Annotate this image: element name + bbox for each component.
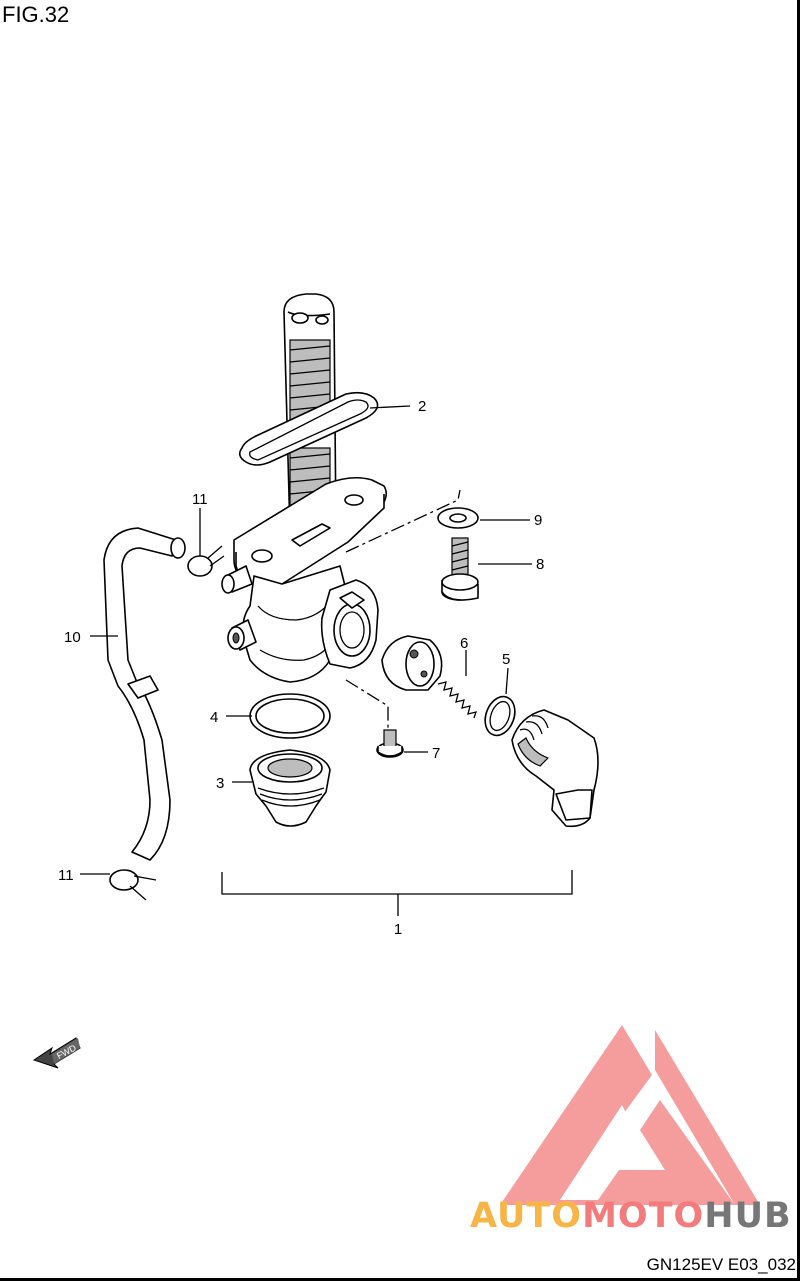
- fuel-lever: [511, 709, 599, 828]
- callout-5: 5: [502, 651, 510, 668]
- callout-11-lower: 11: [58, 867, 74, 884]
- callout-6: 6: [460, 635, 468, 652]
- valve-body: [221, 565, 379, 683]
- callout-10: 10: [64, 629, 81, 646]
- callout-8: 8: [536, 556, 544, 573]
- callout-4: 4: [210, 709, 218, 726]
- valve-spool: [381, 635, 443, 691]
- assembly-line-lower: [345, 679, 389, 728]
- assembly-line-upper: [345, 489, 461, 553]
- o-ring-part-5: [484, 695, 516, 737]
- spring-part-6: [437, 681, 477, 719]
- sediment-cup-part-3: [249, 749, 331, 827]
- watermark-wordmark: AUTOMOTOHUB: [470, 1196, 792, 1236]
- callout-11-upper: 11: [192, 491, 208, 508]
- callout-1: 1: [394, 921, 402, 938]
- mounting-flange: [233, 476, 388, 585]
- diagram-reference-code: GN125EV E03_032: [646, 1255, 796, 1274]
- callout-2: 2: [418, 398, 426, 415]
- washer-part-9: [437, 507, 479, 529]
- hose-clip-lower: [109, 869, 157, 901]
- screw-part-8: [441, 537, 479, 601]
- assembly-bracket: [221, 870, 573, 916]
- fwd-arrow-icon: FWD: [32, 1037, 81, 1069]
- callout-3: 3: [216, 775, 224, 792]
- callout-9: 9: [534, 512, 542, 529]
- callout-7: 7: [432, 745, 440, 762]
- screw-part-7: [376, 729, 404, 758]
- hose-clip-upper: [187, 545, 225, 577]
- gasket-part-4: [249, 693, 331, 739]
- watermark-auto: AUTO: [470, 1196, 583, 1236]
- watermark-hub: HUB: [704, 1196, 792, 1236]
- watermark-moto: MOTO: [582, 1196, 705, 1236]
- figure-title: FIG.32: [2, 2, 70, 27]
- watermark-triangle-icon: [500, 1025, 760, 1205]
- fuel-hose-part-10: [103, 527, 186, 861]
- leader-lines: [80, 405, 532, 875]
